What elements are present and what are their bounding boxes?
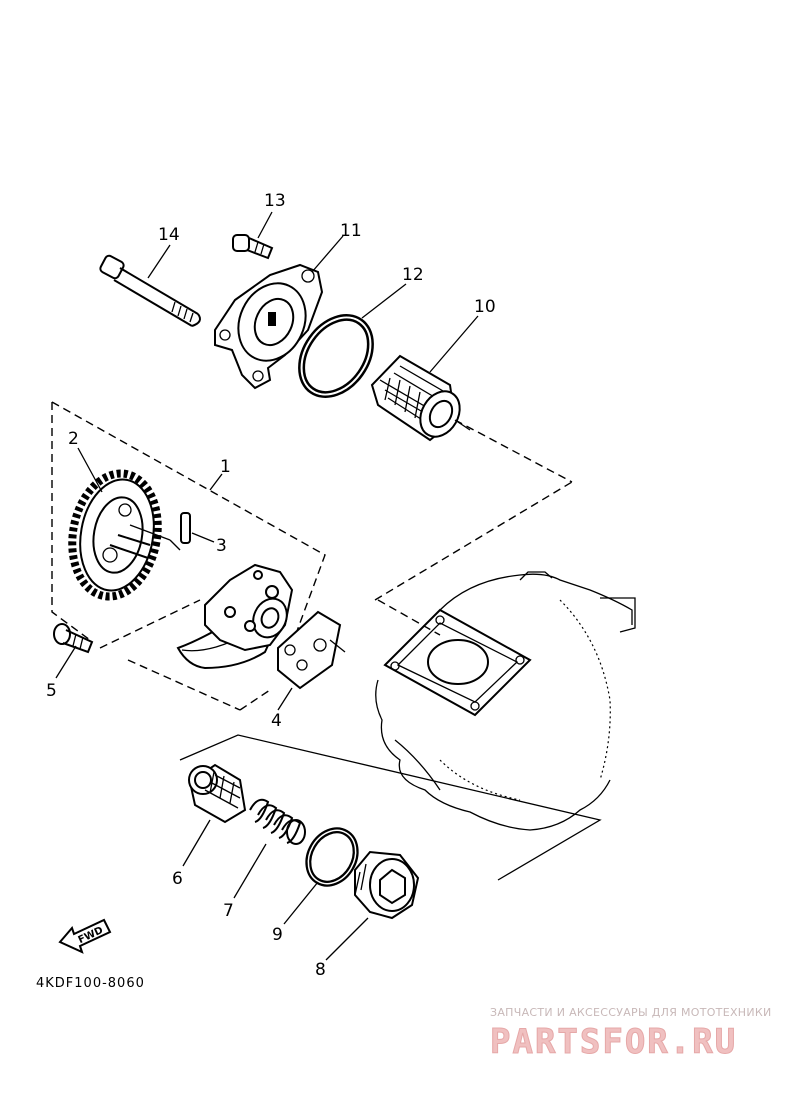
label-part-9: 9 xyxy=(272,925,283,945)
crankcase-outline xyxy=(374,419,636,831)
label-part-3: 3 xyxy=(216,536,227,556)
watermark-logo: PARTSFOR.RU xyxy=(489,1022,738,1063)
leader-lines xyxy=(55,211,479,961)
part-7-spring xyxy=(249,798,306,845)
part-12-o-ring xyxy=(298,314,374,398)
oil-pump-assembly-box xyxy=(51,401,326,711)
fwd-arrow-icon: FWD xyxy=(58,918,112,954)
watermark-tagline: ЗАПЧАСТИ И АКСЕССУАРЫ ДЛЯ МОТОТЕХНИКИ xyxy=(490,1006,772,1019)
label-part-4: 4 xyxy=(271,711,282,731)
cylinder-gasket xyxy=(383,608,532,717)
label-part-11: 11 xyxy=(340,221,362,241)
part-3-pin xyxy=(180,512,191,544)
label-part-7: 7 xyxy=(223,901,234,921)
part-2-gear xyxy=(68,469,181,601)
label-part-5: 5 xyxy=(46,681,57,701)
part-14-long-bolt xyxy=(99,254,201,327)
part-4-gasket xyxy=(277,610,346,690)
strainer-assembly-box xyxy=(179,734,602,881)
part-9-o-ring xyxy=(305,827,359,887)
label-part-8: 8 xyxy=(315,960,326,980)
oil-pump-body xyxy=(176,563,294,670)
part-labels: 1 2 3 4 5 6 7 8 9 10 11 12 13 14 xyxy=(46,191,496,980)
label-part-10: 10 xyxy=(474,297,496,317)
diagram-code: 4KDF100-8060 xyxy=(36,976,145,991)
label-part-14: 14 xyxy=(158,225,180,245)
part-10-oil-filter xyxy=(370,354,471,442)
label-part-1: 1 xyxy=(220,457,231,477)
label-part-13: 13 xyxy=(264,191,286,211)
label-part-2: 2 xyxy=(68,429,79,449)
part-13-small-bolt xyxy=(232,234,274,260)
part-8-drain-plug xyxy=(354,850,420,920)
part-6-strainer xyxy=(188,763,247,824)
part-11-pump-cover xyxy=(214,263,324,390)
label-part-12: 12 xyxy=(402,265,424,285)
label-part-6: 6 xyxy=(172,869,183,889)
